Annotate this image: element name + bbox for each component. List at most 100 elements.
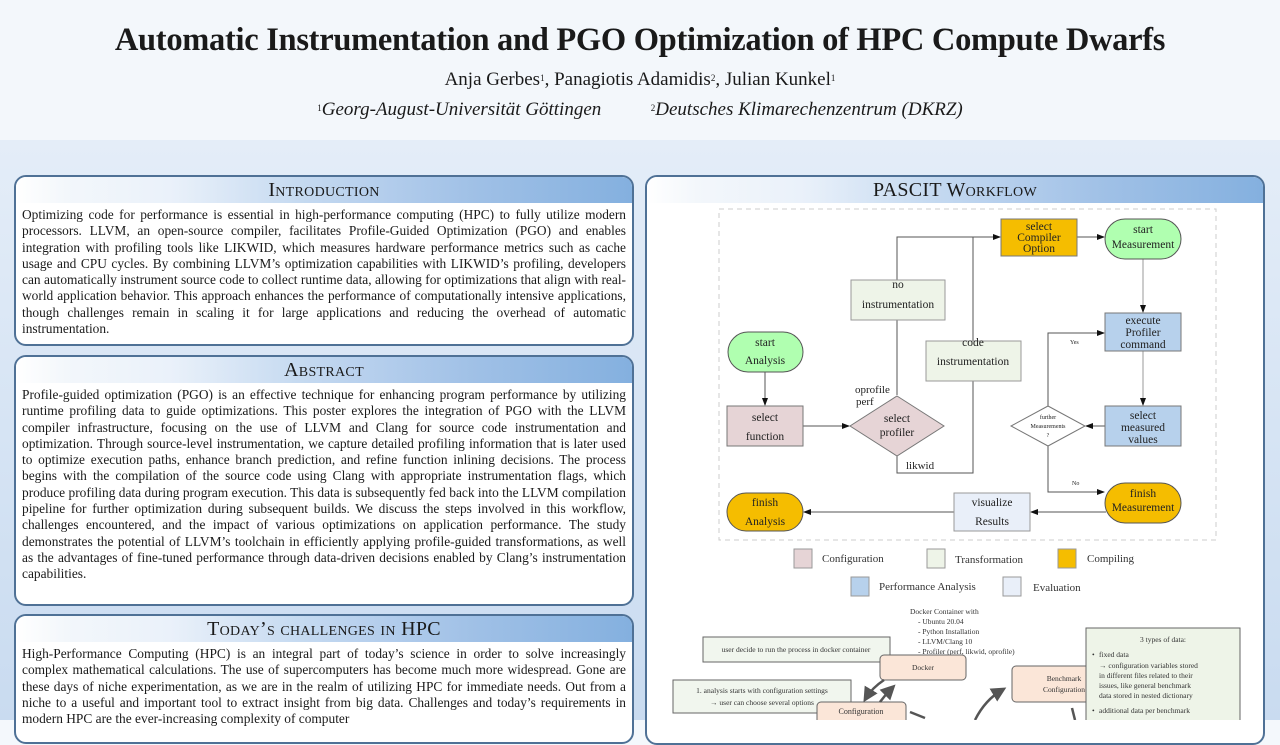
diagram-label: Option xyxy=(1023,243,1055,255)
author: Anja Gerbes xyxy=(444,69,541,90)
diagram-label: Profiler xyxy=(1125,327,1160,339)
diagram-label: select xyxy=(1026,221,1053,233)
aff-mark: 1 xyxy=(540,73,545,83)
legend: Configuration Transformation Compiling P… xyxy=(793,548,1135,597)
docker-node: Docker xyxy=(879,654,967,681)
section-title: Abstract xyxy=(16,357,632,383)
diagram-label: Analysis xyxy=(745,516,786,528)
aff-mark: 2 xyxy=(650,103,656,113)
node-select-function: select function xyxy=(726,405,804,447)
diagram-label: 1. analysis starts with configuration se… xyxy=(696,686,828,695)
diagram-label: additional data per benchmark xyxy=(1099,706,1190,715)
diagram-label: further xyxy=(1040,414,1056,421)
affiliation: Georg-August-Universität Göttingen xyxy=(321,99,602,120)
diagram-label: Measurements xyxy=(1031,424,1067,430)
diagram-label: Configuration xyxy=(839,707,884,716)
section-title: PASCIT Workflow xyxy=(647,177,1263,203)
diagram-label: start xyxy=(1133,224,1154,236)
diagram-label: Measurement xyxy=(1112,502,1175,514)
diagram-label: measured xyxy=(1121,422,1165,434)
diagram-label: likwid xyxy=(906,460,935,472)
diagram-label: Configuration xyxy=(822,553,884,565)
diagram-label: Docker xyxy=(912,663,935,672)
diagram-label: Benchmark xyxy=(1047,674,1082,683)
diagram-label: No xyxy=(1072,481,1079,487)
diagram-label: Performance Analysis xyxy=(879,581,976,593)
section-body: Optimizing code for performance is essen… xyxy=(22,207,626,337)
diagram-label: Results xyxy=(975,516,1009,528)
legend-item: Configuration xyxy=(793,548,884,569)
diagram-label: Analysis xyxy=(745,355,786,367)
diagram-label: fixed data xyxy=(1099,650,1129,659)
affiliation: Deutsches Klimarechenzentrum (DKRZ) xyxy=(655,99,963,120)
diagram-label: → user can choose several options xyxy=(710,698,814,707)
legend-item: Compiling xyxy=(1057,548,1135,569)
affiliations: 1Georg-August-Universität Göttingen 2Deu… xyxy=(0,99,1280,121)
section-body: Profile-guided optimization (PGO) is an … xyxy=(22,387,626,582)
diagram-label: in different files related to their xyxy=(1099,671,1193,680)
diagram-label: finish xyxy=(752,497,778,509)
poster-header: Automatic Instrumentation and PGO Optimi… xyxy=(0,0,1280,140)
legend-item: Evaluation xyxy=(1002,576,1081,597)
docker-diagram: Docker Container with - Ubuntu 20.04 - P… xyxy=(672,607,1241,720)
section-body: High-Performance Computing (HPC) is an i… xyxy=(22,646,626,727)
author: Panagiotis Adamidis xyxy=(554,69,711,90)
node-no-instrumentation: no instrumentation xyxy=(850,279,946,321)
diagram-label: - Python Installation xyxy=(918,627,979,636)
introduction-panel: Introduction Optimizing code for perform… xyxy=(14,175,634,346)
diagram-label: oprofile xyxy=(855,384,890,396)
diagram-label: Configuration xyxy=(1043,685,1085,694)
diagram-label: start xyxy=(755,337,776,349)
diagram-label: execute xyxy=(1125,315,1160,327)
diagram-label: no xyxy=(892,279,904,291)
author: Julian Kunkel xyxy=(724,69,831,90)
aff-mark: 1 xyxy=(317,103,322,113)
diagram-label: visualize xyxy=(972,497,1013,509)
legend-item: Performance Analysis xyxy=(850,576,976,597)
cycle-arrows xyxy=(863,678,1077,720)
edge-labels: oprofile perf likwid Yes No xyxy=(855,340,1079,487)
diagram-label: • xyxy=(1092,650,1095,659)
diagram-label: Docker Container with xyxy=(910,607,979,616)
diagram-label: - LLVM/Clang 10 xyxy=(918,637,973,646)
diagram-label: instrumentation xyxy=(937,356,1009,368)
configuration-node: Configuration xyxy=(816,701,907,720)
diagram-label: finish xyxy=(1130,488,1156,500)
diagram-label: code xyxy=(962,337,984,349)
diagram-label: ? xyxy=(1047,433,1050,439)
diagram-label: command xyxy=(1120,339,1166,351)
aff-mark: 1 xyxy=(830,73,836,83)
abstract-panel: Abstract Profile-guided optimization (PG… xyxy=(14,355,634,606)
diagram-label: - Profiler (perf, likwid, oprofile) xyxy=(918,647,1015,656)
diagram-label: perf xyxy=(856,396,874,408)
section-title: Today’s challenges in HPC xyxy=(16,616,632,642)
diagram-label: Compiler xyxy=(1017,232,1061,244)
diagram-label: issues, like general benchmark xyxy=(1099,681,1191,690)
aff-mark: 2 xyxy=(710,73,716,83)
poster-title: Automatic Instrumentation and PGO Optimi… xyxy=(114,22,1166,58)
diagram-label: Yes xyxy=(1070,340,1079,346)
diagram-label: data stored in nested dictionary xyxy=(1099,691,1193,700)
diagram-label: Transformation xyxy=(955,554,1024,566)
diagram-label: profiler xyxy=(880,427,915,439)
diagram-label: • xyxy=(1092,706,1095,715)
node-code-instrumentation: code instrumentation xyxy=(925,337,1022,382)
data-types-box: 3 types of data: •fixed data → configura… xyxy=(1085,627,1241,720)
diagram-label: 3 types of data: xyxy=(1140,635,1186,644)
authors: Anja Gerbes1, Panagiotis Adamidis2, Juli… xyxy=(444,69,836,90)
diagram-label: select xyxy=(752,412,779,424)
diagram-label: - Ubuntu 20.04 xyxy=(918,617,964,626)
diagram-label: function xyxy=(746,431,785,443)
diagram-label: Evaluation xyxy=(1033,582,1081,594)
section-title: Introduction xyxy=(16,177,632,203)
diagram-label: instrumentation xyxy=(862,299,934,311)
